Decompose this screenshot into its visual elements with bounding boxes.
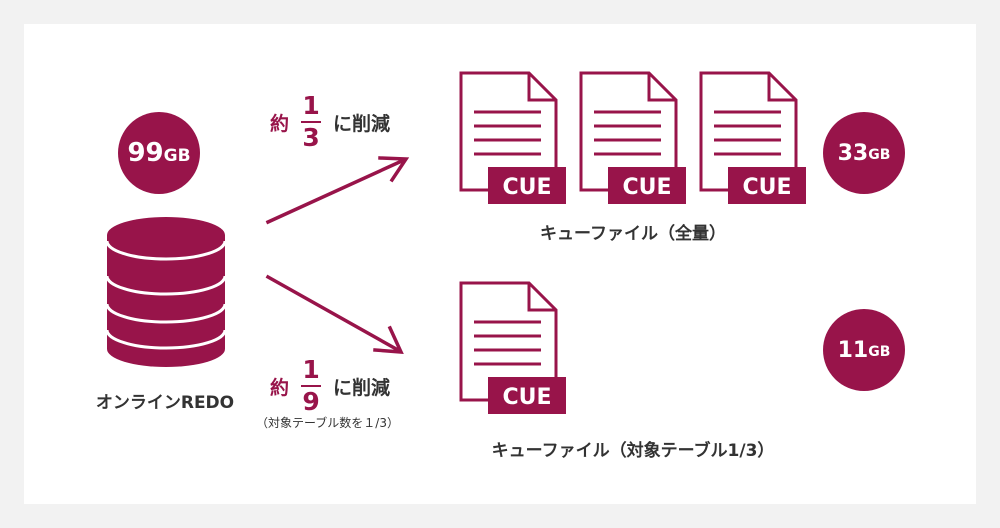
file-badge: CUE	[742, 175, 791, 200]
size-number: 11	[837, 337, 869, 363]
output-partial-label: キューファイル（対象テーブル1/3）	[491, 441, 775, 461]
database-icon	[105, 217, 227, 367]
source-label: オンラインREDO	[95, 393, 235, 413]
size-number: 99	[127, 138, 164, 168]
cue-file-icon: CUE	[459, 70, 569, 205]
file-badge: CUE	[502, 175, 551, 200]
prefix: 約	[270, 112, 290, 135]
numerator: 1	[302, 355, 320, 384]
denominator: 9	[302, 387, 320, 416]
suffix: に削減	[333, 112, 391, 135]
file-badge: CUE	[502, 385, 551, 410]
output-full-label: キューファイル（全量）	[540, 224, 726, 244]
file-badge: CUE	[622, 175, 671, 200]
size-unit: GB	[868, 146, 891, 163]
suffix: に削減	[333, 376, 391, 399]
cue-file-icon: CUE	[699, 70, 809, 205]
cue-file-icon: CUE	[459, 280, 569, 415]
arrow-down-icon	[265, 274, 404, 354]
reduction-note: （対象テーブル数を１/3）	[256, 416, 399, 430]
size-number: 33	[837, 140, 869, 166]
prefix: 約	[270, 376, 290, 399]
size-unit: GB	[163, 145, 191, 166]
cue-file-icon: CUE	[579, 70, 689, 205]
arrow-up-icon	[265, 156, 410, 225]
size-unit: GB	[868, 343, 891, 360]
numerator: 1	[302, 91, 320, 120]
denominator: 3	[302, 123, 320, 152]
